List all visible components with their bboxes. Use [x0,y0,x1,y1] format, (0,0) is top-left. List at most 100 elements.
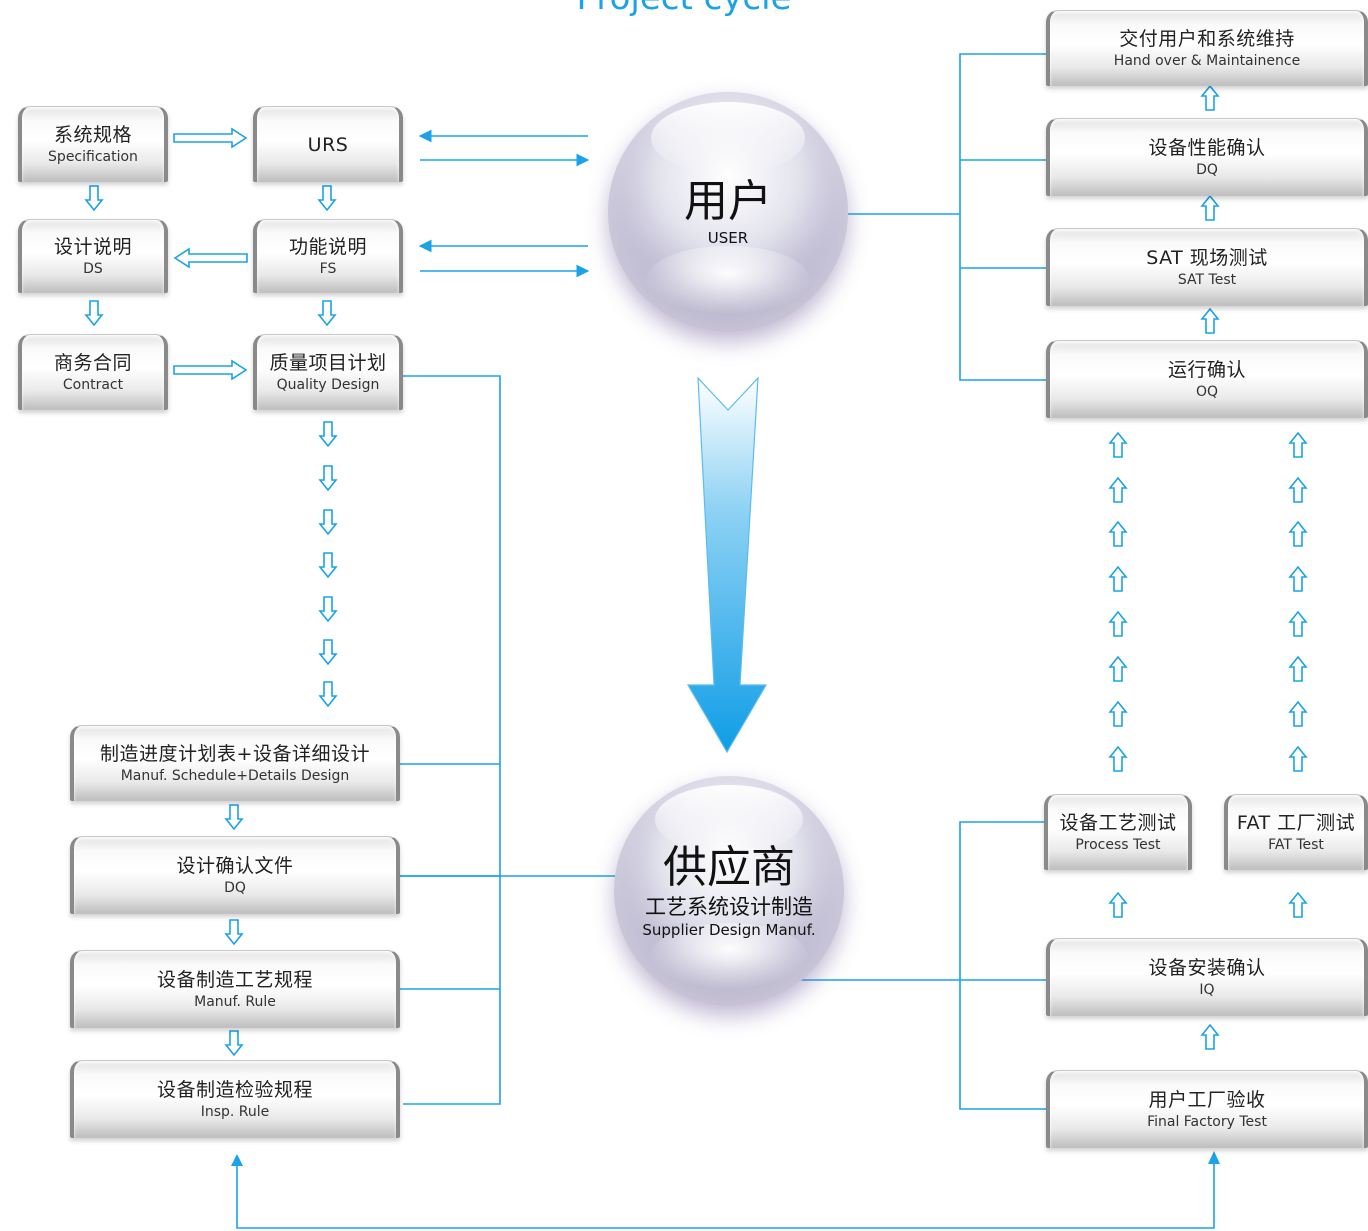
process-test-en: Process Test [1075,836,1161,853]
arrow-fs-to-ds [174,248,248,268]
arrow-fat-chain-8 [1289,746,1307,772]
handover-cn: 交付用户和系统维持 [1119,27,1295,50]
fft-en: Final Factory Test [1147,1113,1267,1130]
fs-cn: 功能说明 [288,235,367,258]
arrow-fft-to-iq [1201,1024,1219,1050]
fft-cn: 用户工厂验收 [1148,1088,1266,1111]
sat-box: SAT 现场测试 SAT Test [1046,228,1368,306]
spec-cn: 系统规格 [53,123,132,146]
supplier-sphere-en: Supplier Design Manuf. [642,921,816,939]
iq-en: IQ [1199,981,1215,998]
arrow-contract-to-qd [173,360,247,380]
supplier-sphere-cn: 供应商 [663,842,795,893]
contract-cn: 商务合同 [53,351,132,374]
arrow-fs-to-qd [318,300,336,326]
arrow-dq-to-handover [1201,85,1219,111]
arrow-oq-to-sat [1201,308,1219,334]
arrow-ds-to-contract [85,300,103,326]
handover-box: 交付用户和系统维持 Hand over & Maintainence [1046,10,1368,86]
fs-box: 功能说明 FS [253,219,403,293]
user-sphere-gloss [651,101,805,174]
test-bracket-spine [959,821,1046,1110]
arrow-process-chain-8 [1109,746,1127,772]
diagram-title: Project cycle [0,0,1368,18]
arrow-spec-to-ds [85,185,103,211]
insp-rule-box: 设备制造检验规程 Insp. Rule [70,1060,400,1138]
urs-cn: URS [307,133,349,156]
flow-arrow-user-to-supplier [686,376,768,754]
qd-box: 质量项目计划 Quality Design [253,334,403,410]
arrow-schedule-to-dq [225,804,243,830]
arrow-process-chain-6 [1109,656,1127,682]
pq-en: DQ [1196,161,1218,178]
qd-en: Quality Design [276,376,380,393]
oq-cn: 运行确认 [1167,358,1246,381]
arrow-qd-chain-4 [319,552,337,578]
handover-en: Hand over & Maintainence [1113,52,1301,69]
arrow-qd-chain-7 [319,681,337,707]
spec-box: 系统规格 Specification [18,106,168,182]
oq-box: 运行确认 OQ [1046,340,1368,418]
arrow-sat-to-dq [1201,195,1219,221]
arrow-fat-chain-3 [1289,521,1307,547]
document-bracket-spine [403,375,501,1105]
arrow-process-chain-5 [1109,611,1127,637]
ds-cn: 设计说明 [53,235,132,258]
dq-doc-box: 设计确认文件 DQ [70,836,400,914]
arrow-process-chain-3 [1109,521,1127,547]
dq-doc-cn: 设计确认文件 [176,854,294,877]
fs-en: FS [319,260,337,277]
arrow-fat-chain-2 [1289,477,1307,503]
arrow-iq-to-process-test [1109,892,1127,918]
process-test-cn: 设备工艺测试 [1059,811,1177,834]
manuf-rule-en: Manuf. Rule [194,993,276,1010]
arrow-fat-chain-4 [1289,566,1307,592]
dq-doc-en: DQ [224,879,246,896]
user-sphere: 用户 USER [608,92,848,332]
supplier-sphere-reflection [650,923,808,988]
sat-en: SAT Test [1177,271,1237,288]
loop-arrowhead-left [231,1154,243,1166]
oq-en: OQ [1195,383,1219,400]
loop-arrowhead-right [1208,1151,1220,1164]
pq-box: 设备性能确认 DQ [1046,118,1368,196]
insp-rule-cn: 设备制造检验规程 [156,1078,313,1101]
schedule-en: Manuf. Schedule+Details Design [120,767,350,784]
manuf-rule-box: 设备制造工艺规程 Manuf. Rule [70,950,400,1028]
ds-box: 设计说明 DS [18,219,168,293]
arrow-spec-to-urs [173,128,247,148]
bottom-return-loop [236,1154,1215,1229]
supplier-sphere-gloss [655,785,803,855]
user-sphere-reflection [646,245,810,313]
insp-rule-en: Insp. Rule [200,1103,270,1120]
sat-cn: SAT 现场测试 [1146,246,1268,269]
contract-box: 商务合同 Contract [18,334,168,410]
arrow-manuf-rule-to-insp-rule [225,1030,243,1056]
arrow-qd-chain-3 [319,509,337,535]
arrow-fat-chain-1 [1289,432,1307,458]
supplier-sphere-cn-sub: 工艺系统设计制造 [645,895,813,919]
iq-cn: 设备安装确认 [1148,956,1266,979]
fat-cn: FAT 工厂测试 [1236,811,1356,834]
urs-box: URS [253,106,403,182]
ds-en: DS [83,260,103,277]
manuf-rule-cn: 设备制造工艺规程 [156,968,313,991]
arrow-fat-chain-7 [1289,701,1307,727]
fft-box: 用户工厂验收 Final Factory Test [1046,1070,1368,1148]
arrow-qd-chain-1 [319,421,337,447]
arrow-process-chain-2 [1109,477,1127,503]
user-sphere-cn: 用户 [684,176,772,227]
arrow-qd-chain-2 [319,465,337,491]
arrow-urs-to-fs [318,185,336,211]
iq-box: 设备安装确认 IQ [1046,938,1368,1016]
pq-cn: 设备性能确认 [1148,136,1266,159]
spec-en: Specification [48,148,138,165]
arrow-qd-chain-5 [319,596,337,622]
arrow-fat-chain-6 [1289,656,1307,682]
supplier-sphere: 供应商 工艺系统设计制造 Supplier Design Manuf. [614,776,844,1006]
user-sphere-en: USER [707,229,749,247]
qd-cn: 质量项目计划 [269,351,387,374]
arrow-process-chain-1 [1109,432,1127,458]
fat-en: FAT Test [1268,836,1324,853]
arrow-iq-to-fat [1289,892,1307,918]
